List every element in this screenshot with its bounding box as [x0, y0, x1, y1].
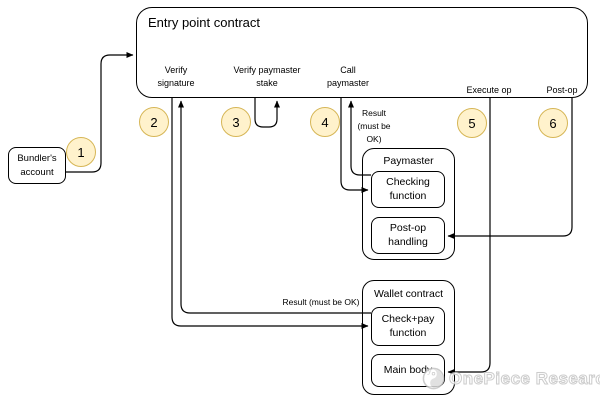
- label-call-paymaster: Call paymaster: [326, 65, 370, 89]
- result-line-3: OK): [366, 133, 382, 144]
- result-annotation-wallet: Result (must be OK): [282, 297, 360, 307]
- step-circle-1: 1: [66, 137, 96, 167]
- entry-point-contract-box: [136, 7, 588, 98]
- label-verify-signature: Verify signature: [157, 65, 195, 89]
- check-pay-function-box: Check+pay function: [371, 307, 445, 346]
- step-circle-2: 2: [139, 107, 169, 137]
- label-post-op: Post-op: [546, 85, 578, 95]
- entry-point-title: Entry point contract: [148, 15, 260, 30]
- label-execute-op: Execute op: [466, 85, 512, 95]
- connector-verify-signature-call: [171, 98, 369, 329]
- connector-wallet-result-return: [178, 100, 371, 314]
- step-circle-4: 4: [310, 107, 340, 137]
- onepiece-logo-icon: [422, 367, 445, 390]
- label-verify-paymaster-stake: Verify paymaster stake: [233, 65, 301, 89]
- result-line-1: Result: [361, 108, 387, 118]
- paymaster-title: Paymaster: [383, 155, 434, 167]
- step-circle-6: 6: [538, 108, 568, 138]
- bundler-account-box: Bundler's account: [8, 147, 66, 184]
- watermark-text: OnePiece Research: [448, 368, 600, 388]
- post-op-handling-box: Post-op handling: [371, 217, 445, 254]
- result-annotation-paymaster: Result (must be OK): [352, 107, 396, 145]
- watermark: OnePiece Research: [422, 367, 600, 390]
- result-line-2: (must be: [357, 120, 391, 131]
- wallet-contract-title: Wallet contract: [373, 288, 444, 300]
- step-circle-3: 3: [221, 107, 251, 137]
- connector-stake-self-loop: [254, 98, 280, 128]
- checking-function-box: Checking function: [371, 171, 445, 208]
- step-circle-5: 5: [457, 108, 487, 138]
